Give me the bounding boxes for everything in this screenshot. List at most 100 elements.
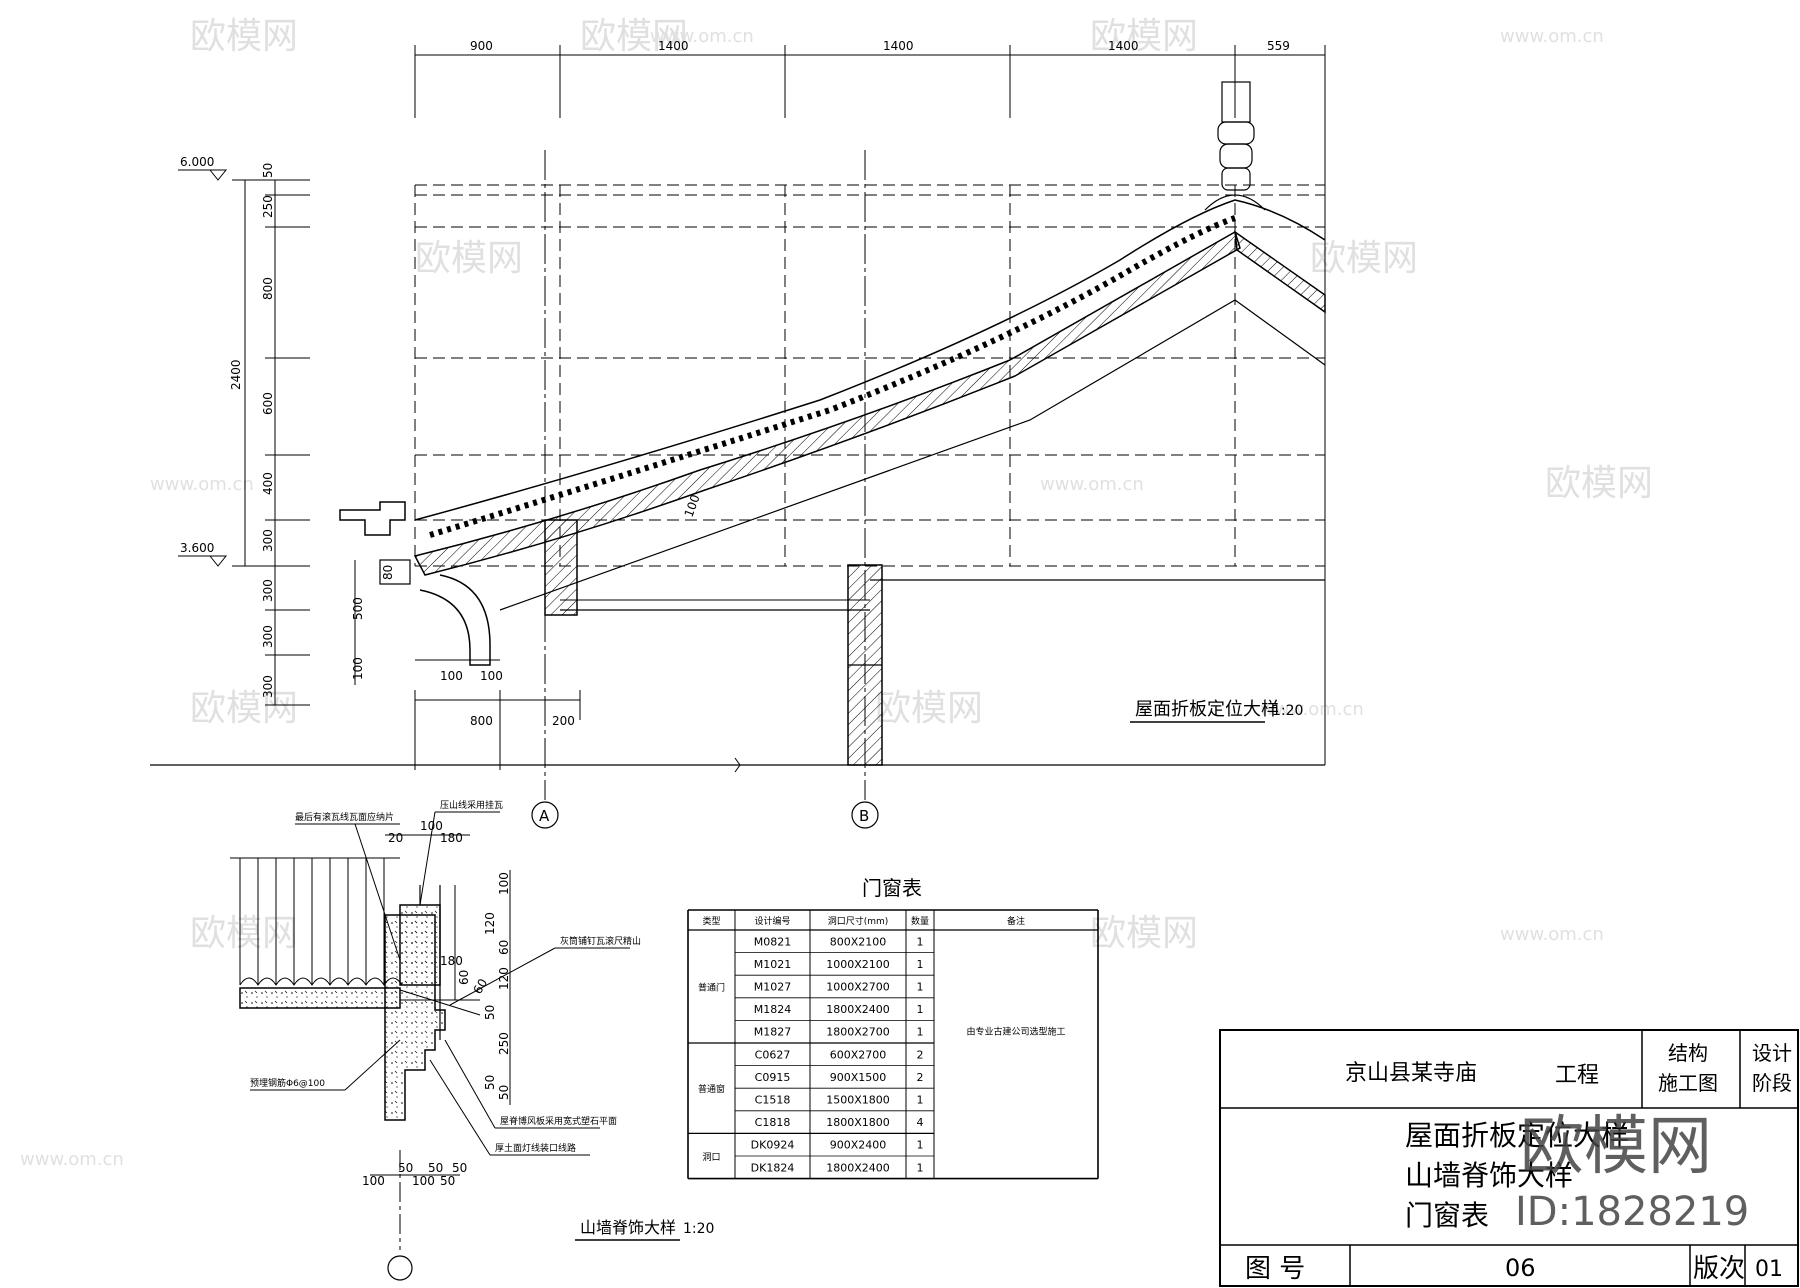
table-cell: DK0924: [751, 1139, 795, 1152]
note-text: 压山线采用挂瓦: [440, 799, 503, 811]
roof-slab: [413, 230, 1241, 576]
eave-dims: [354, 560, 581, 770]
dim-label: 900: [470, 39, 493, 53]
dim-label: 100: [480, 669, 503, 683]
roof-detail-title: 屋面折板定位大样: [1135, 699, 1279, 720]
dim-label: 50: [261, 163, 275, 178]
gable-axis-bubble: [387, 1255, 413, 1281]
gable-dims: [370, 834, 511, 1176]
watermark-brand: 欧模网: [875, 688, 983, 729]
dim-label: 50: [497, 1085, 511, 1100]
table-cell: DK1824: [751, 1161, 795, 1174]
watermark-brand: 欧模网: [1545, 463, 1653, 504]
table-cell: 1800X2400: [826, 1003, 890, 1016]
dim-label: 250: [497, 1032, 511, 1055]
roof-fold-detail: 900 1400 1400 1400 559 50 250 800 600: [150, 39, 1326, 829]
dim-label: 200: [552, 714, 575, 728]
dim-label: 300: [261, 579, 275, 602]
stage-line2: 阶段: [1752, 1071, 1792, 1095]
table-cell: 1: [917, 958, 924, 971]
gable-detail-title: 山墙脊饰大样: [580, 1218, 676, 1237]
table-cell: M0821: [754, 935, 792, 948]
table-group-type: 普通窗: [698, 1083, 725, 1095]
note-text: 最后有滚瓦线瓦面应纳片: [295, 811, 394, 823]
ridge-ornament: [1204, 81, 1266, 211]
dim-label: 300: [261, 529, 275, 552]
table-cell: 2: [917, 1071, 924, 1084]
dim-label: 100: [351, 657, 365, 680]
dim-label: 120: [497, 967, 511, 990]
table-group-type: 普通门: [698, 982, 725, 994]
dim-label: 20: [388, 831, 403, 845]
drawing-no-label: 图 号: [1245, 1254, 1305, 1284]
watermark-brand: 欧模网: [1310, 238, 1418, 279]
dim-label: 400: [261, 472, 275, 495]
dim-label: 300: [261, 625, 275, 648]
table-cell: 600X2700: [830, 1048, 887, 1061]
table-cell: 1800X2400: [826, 1161, 890, 1174]
table-cell: M1824: [754, 1003, 792, 1016]
dim-label: 60: [470, 976, 490, 996]
table-cell: M1021: [754, 958, 792, 971]
note-text: 屋脊博风板采用宽式塑石平面: [500, 1115, 617, 1127]
table-cell: 1: [917, 1094, 924, 1107]
watermark-brand: 欧模网: [1090, 16, 1198, 57]
table-cell: 1: [917, 935, 924, 948]
table-group-type: 洞口: [702, 1152, 720, 1163]
table-cell: 1: [917, 981, 924, 994]
gable-detail: 20 100 180 100 120 60 120 50 250 50 50 1…: [230, 799, 714, 1281]
axis-label-b: B: [859, 807, 869, 825]
roof-grid: [414, 184, 1325, 567]
table-cell: 1800X2700: [826, 1026, 890, 1039]
table-cell: C1818: [755, 1116, 791, 1129]
dim-label: 60: [457, 970, 471, 985]
dim-label: 60: [497, 940, 511, 955]
dim-label: 50: [483, 1075, 497, 1090]
dim-label: 100: [497, 872, 511, 895]
top-dim-labels: 900 1400 1400 1400 559: [470, 39, 1290, 53]
watermark-url: www.om.cn: [20, 1149, 124, 1170]
table-cell: 1: [917, 1003, 924, 1016]
dim-label: 180: [440, 954, 463, 968]
eave-block: [379, 559, 411, 585]
dim-label: 600: [261, 392, 275, 415]
gable-slab: [239, 987, 401, 1009]
dim-label: 100: [420, 819, 443, 833]
discipline-line2: 施工图: [1658, 1071, 1718, 1095]
drawing-title-1: 屋面折板定位大样: [1405, 1119, 1629, 1152]
gable-detail-scale: 1:20: [683, 1221, 714, 1237]
left-dimension: [232, 179, 310, 706]
stage-line1: 设计: [1752, 1041, 1792, 1065]
dim-total-label: 2400: [229, 359, 243, 390]
dim-label: 559: [1267, 39, 1290, 53]
column-a: [544, 519, 578, 616]
axis-bubble-a: [531, 801, 559, 829]
dim-label: 300: [261, 675, 275, 698]
gable-tiles: [230, 857, 403, 986]
dim-label: 250: [261, 195, 275, 218]
watermark-url: www.om.cn: [1040, 474, 1144, 495]
table-cell: 900X1500: [830, 1071, 887, 1084]
dim-label: 80: [381, 565, 395, 580]
eave-end: [339, 501, 406, 536]
watermark-brand: 欧模网: [190, 688, 298, 729]
elevation-bottom-label: 3.600: [180, 541, 214, 555]
dim-label: 50: [398, 1161, 413, 1175]
watermark-brand: 欧模网: [190, 16, 298, 57]
project-suffix: 工程: [1555, 1063, 1599, 1088]
table-cell: 1500X1800: [826, 1094, 890, 1107]
watermark-brand: 欧模网: [1090, 913, 1198, 954]
dim-label: 120: [483, 912, 497, 935]
watermark-id: ID:1828219: [1515, 1189, 1749, 1235]
gable-top-block: [399, 904, 441, 986]
rafter-line: [499, 299, 1326, 611]
table-header: 备注: [1007, 915, 1025, 927]
table-header: 设计编号: [754, 915, 790, 927]
elevation-marker-bottom: [178, 555, 228, 567]
table-cell: 1: [917, 1139, 924, 1152]
version-label: 版次: [1693, 1254, 1745, 1284]
roof-tile-band: [429, 215, 1236, 538]
table-cell: 1: [917, 1161, 924, 1174]
watermark-brand: 欧模网: [415, 238, 523, 279]
